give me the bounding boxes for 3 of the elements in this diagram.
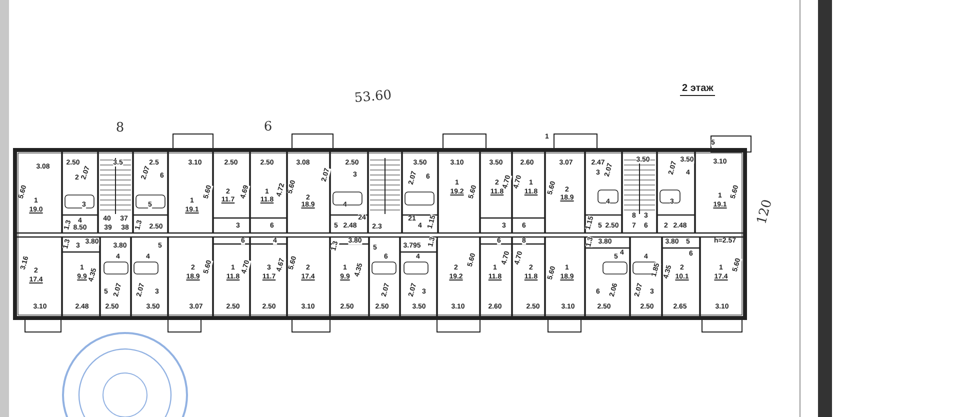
floor-title: 2 этаж bbox=[680, 83, 716, 96]
handwritten-note: 6 bbox=[264, 120, 272, 134]
handwritten-note: 8 bbox=[116, 122, 124, 134]
